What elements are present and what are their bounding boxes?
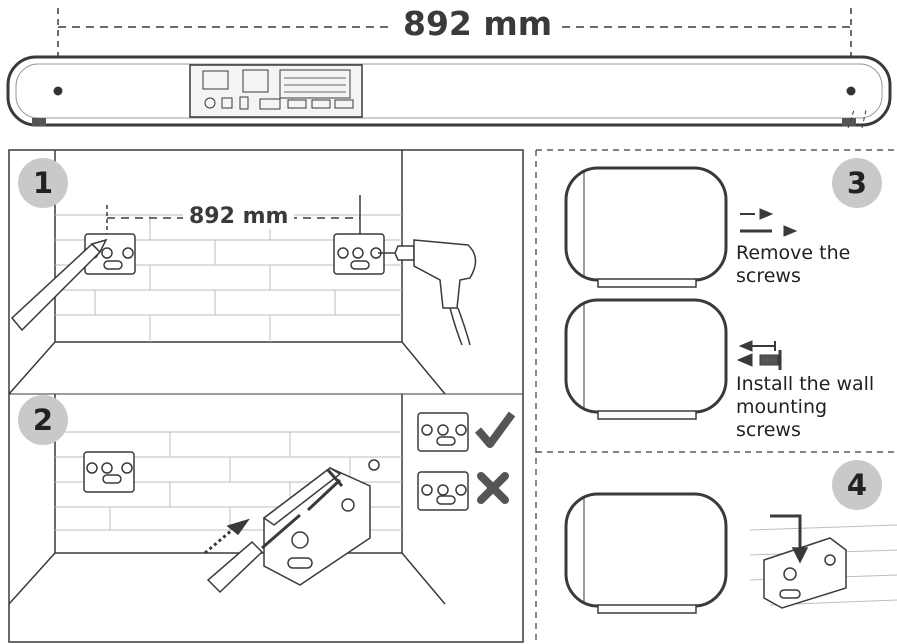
step-2-badge: 2: [18, 395, 68, 445]
caption-install-screws: Install the wall mounting screws: [736, 373, 875, 441]
soundbar-side-step4: [564, 492, 728, 614]
left-panel: [8, 149, 524, 643]
bracket-orientation-examples: [417, 412, 469, 511]
dimension-top-label: 892 mm: [393, 4, 563, 43]
dimension-step1-label: 892 mm: [183, 204, 295, 229]
step2-drawing: [83, 451, 380, 594]
step-4-badge: 4: [832, 460, 882, 510]
soundbar-rear-view: [6, 8, 892, 129]
correct-check-icon: [474, 411, 516, 448]
step-1-badge: 1: [18, 158, 68, 208]
step-3-badge: 3: [832, 158, 882, 208]
soundbar-side-step3a: [564, 166, 798, 288]
step1-drawing: [10, 195, 477, 346]
right-panel-borders: [535, 149, 897, 642]
soundbar-side-step3b: [564, 298, 782, 420]
caption-remove-screws: Remove the screws: [736, 242, 851, 287]
step4-bracket-drawing: [749, 514, 897, 609]
wrong-cross-icon: [477, 472, 509, 504]
